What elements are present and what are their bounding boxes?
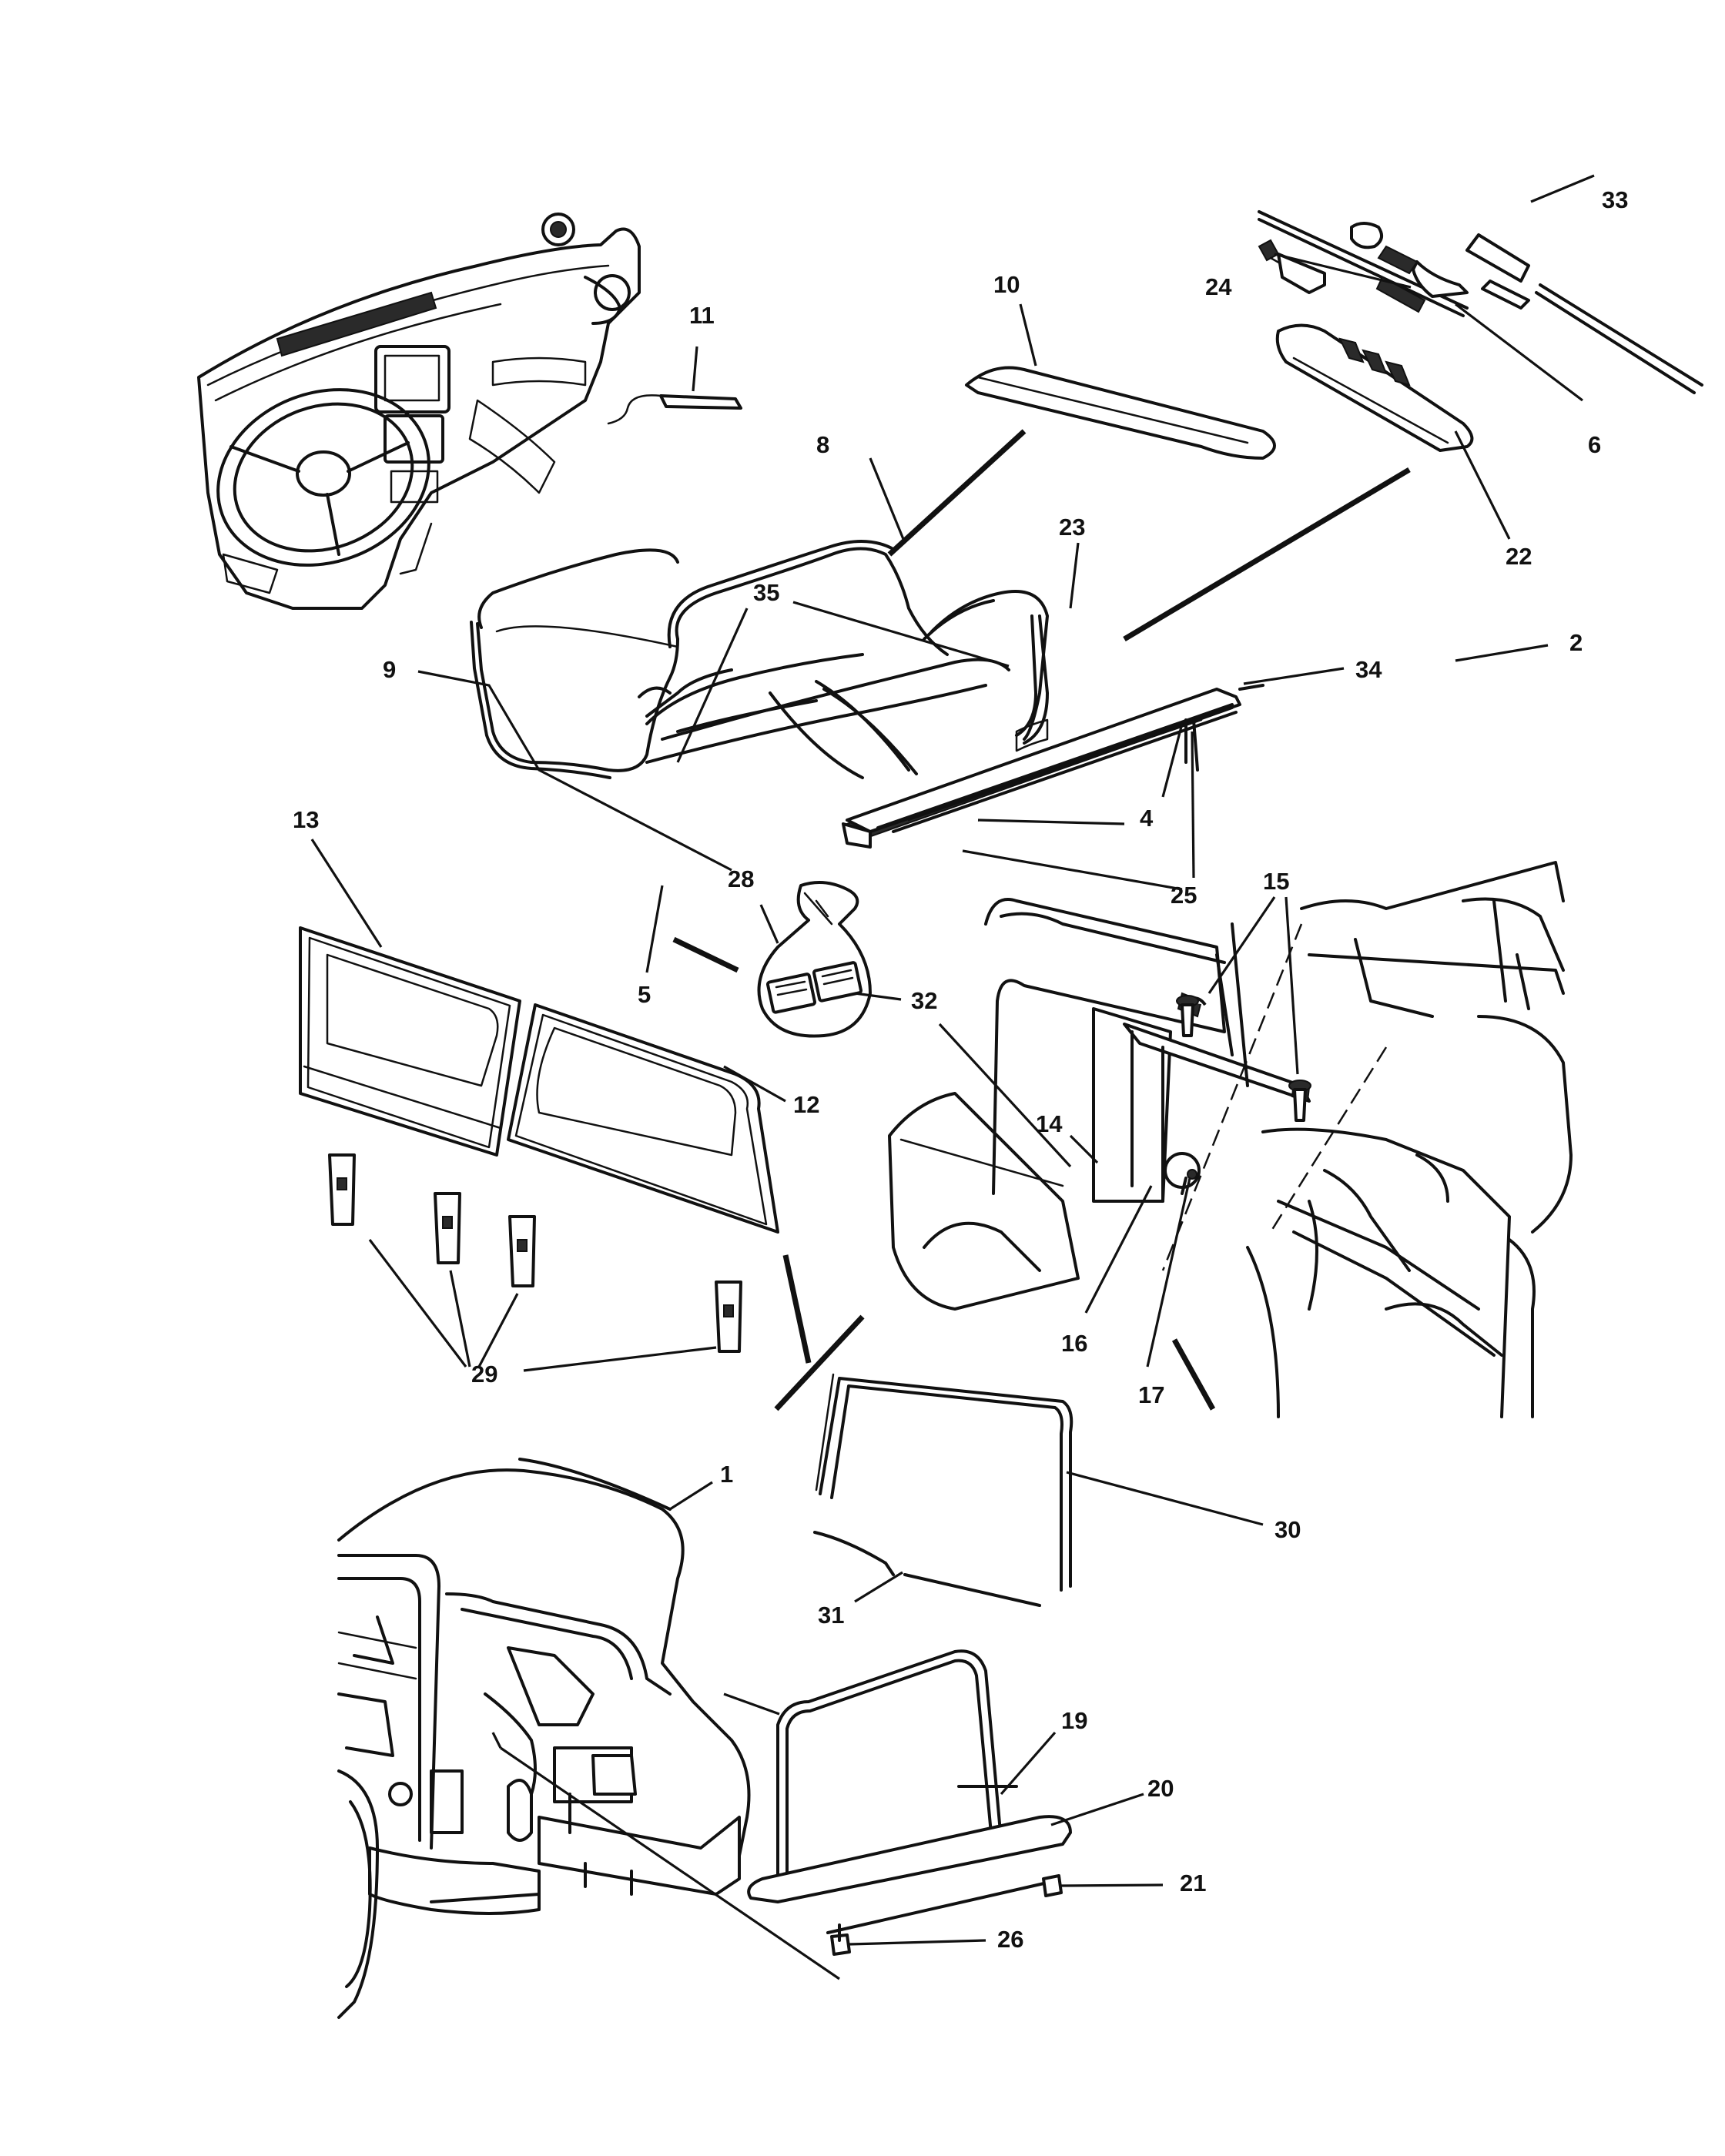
callout-21: 21: [1180, 1870, 1206, 1897]
callout-11: 11: [689, 302, 715, 329]
callout-26: 26: [997, 1926, 1023, 1953]
part-6-33-24-rod-assembly: [1258, 210, 1703, 394]
callout-31: 31: [818, 1602, 844, 1629]
callout-29: 29: [471, 1361, 497, 1388]
callout-30: 30: [1274, 1516, 1301, 1543]
callout-19: 19: [1061, 1707, 1087, 1734]
callout-24: 24: [1205, 273, 1232, 300]
callout-17: 17: [1138, 1381, 1164, 1408]
part-26-bracket: [830, 1923, 851, 1956]
part-21-clip: [1042, 1874, 1063, 1897]
part-30-door-frame-seal: [815, 1373, 1074, 1592]
callout-32: 32: [911, 987, 937, 1014]
part-11-module: [607, 394, 742, 425]
part-20-rear-curtain-rail: [747, 1815, 1072, 1934]
callout-5: 5: [638, 981, 651, 1008]
callout-2: 2: [1569, 629, 1583, 656]
part-31-door-seal-strip: [813, 1531, 1041, 1607]
callout-16: 16: [1061, 1330, 1087, 1357]
dashboard-illustration: [197, 213, 641, 610]
part-12-side-window: [507, 1003, 779, 1234]
callout-23: 23: [1059, 514, 1085, 541]
callout-4: 4: [1140, 805, 1154, 832]
part-22-header-trim: [1275, 323, 1474, 452]
callout-28: 28: [728, 865, 754, 892]
top-bow-assembly: [470, 540, 1264, 849]
callout-6: 6: [1588, 431, 1601, 458]
part-29-retainers: [328, 1153, 742, 1353]
part-10-sunshade-header: [965, 366, 1276, 460]
callout-15: 15: [1263, 868, 1289, 895]
callout-8: 8: [816, 431, 829, 458]
callout-25: 25: [1171, 882, 1197, 909]
part-15-fasteners: [1176, 995, 1311, 1122]
part-13-side-window: [299, 926, 521, 1157]
callout-35: 35: [753, 579, 779, 606]
rear-body-interior-illustration: [888, 861, 1573, 1418]
callout-10: 10: [993, 271, 1020, 298]
callout-20: 20: [1147, 1775, 1174, 1802]
callout-13: 13: [293, 806, 319, 833]
callout-22: 22: [1506, 543, 1532, 570]
callout-1: 1: [720, 1461, 733, 1488]
callout-33: 33: [1602, 186, 1628, 213]
callout-9: 9: [383, 656, 396, 683]
rear-vehicle-illustration: [337, 1458, 751, 2019]
part-32-hardware-bag: [757, 881, 872, 1038]
callout-34: 34: [1355, 656, 1382, 683]
callout-12: 12: [793, 1091, 819, 1118]
